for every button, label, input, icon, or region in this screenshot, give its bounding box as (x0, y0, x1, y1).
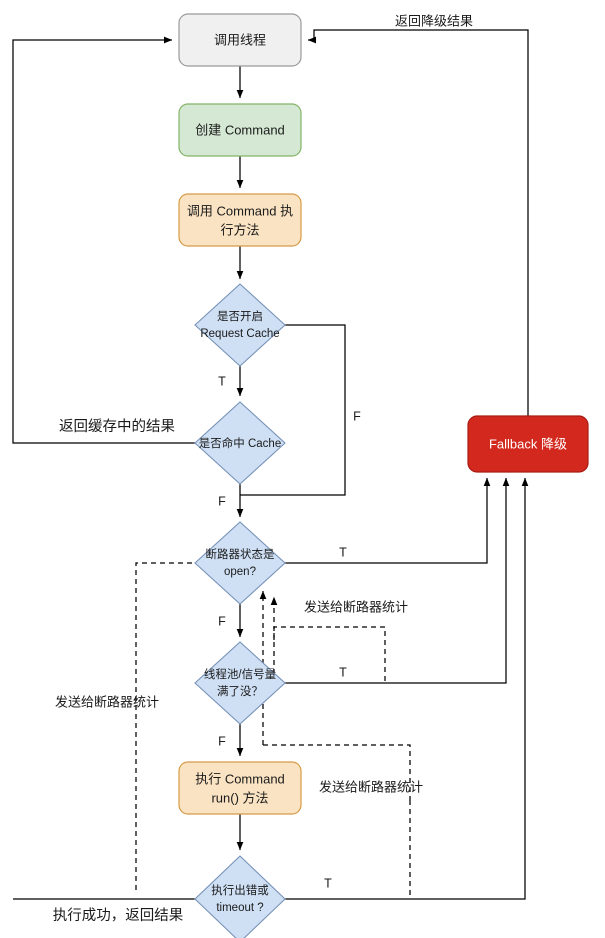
node-fallback[interactable]: Fallback 降级 (467, 415, 589, 473)
node-circuit-breaker-open[interactable]: 断路器状态是 open? (194, 521, 286, 605)
edge-hitcache-true-return-cache (12, 36, 195, 444)
node-create-command[interactable]: 创建 Command (178, 103, 302, 157)
node-error-or-timeout[interactable]: 执行出错或 timeout ? (194, 855, 286, 938)
label-success-return-result: 执行成功，返回结果 (53, 907, 184, 924)
label-hitcache-false: F (218, 494, 226, 508)
edge-breaker-true-to-fallback (285, 477, 491, 564)
node-cache-hit-shape[interactable] (194, 401, 286, 485)
node-threadpool-full[interactable]: 线程池/信号量 满了没？ (194, 641, 286, 725)
label-poolfull-true: T (339, 665, 347, 679)
label-metrics-from-poolfull: 发送给断路器统计 (304, 599, 408, 614)
nodes-layer: 调用线程 创建 Command 调用 Command 执 行方法 是否开启 Re… (178, 13, 589, 938)
edge-fallback-to-caller (307, 29, 529, 416)
edge-error-metrics-dashed (135, 559, 210, 890)
node-caller-shape[interactable] (178, 13, 302, 67)
label-reqcache-false: F (353, 409, 361, 423)
edge-reqcache-false (240, 324, 346, 496)
label-return-cached-result: 返回缓存中的结果 (59, 418, 175, 435)
label-breaker-true: T (339, 545, 347, 559)
node-caller[interactable]: 调用线程 (178, 13, 302, 67)
edge-poolfull-true-to-fallback (285, 477, 510, 684)
node-invoke-command-shape[interactable] (178, 193, 302, 247)
node-request-cache-enabled-shape[interactable] (194, 283, 286, 367)
label-return-degraded-result: 返回降级结果 (395, 13, 473, 28)
label-reqcache-true: T (218, 374, 226, 388)
edge-labels-layer: 返回降级结果 T F 返回缓存中的结果 F T F 发送给断路器统计 T F 发… (53, 13, 473, 923)
label-metrics-from-run: 发送给断路器统计 (319, 779, 423, 794)
node-cache-hit[interactable]: 是否命中 Cache (194, 401, 286, 485)
node-run-method[interactable]: 执行 Command run() 方法 (178, 761, 302, 815)
label-metrics-from-error: 发送给断路器统计 (55, 694, 159, 709)
node-request-cache-enabled[interactable]: 是否开启 Request Cache (194, 283, 286, 367)
edges-layer (12, 29, 529, 900)
label-breaker-false: F (218, 614, 226, 628)
edge-poolfull-metrics-dashed (273, 626, 386, 683)
node-threadpool-full-shape[interactable] (194, 641, 286, 725)
node-create-command-shape[interactable] (178, 103, 302, 157)
edge-error-true-to-fallback (285, 477, 529, 900)
node-error-or-timeout-shape[interactable] (194, 855, 286, 938)
node-fallback-shape[interactable] (467, 415, 589, 473)
label-poolfull-false: F (218, 734, 226, 748)
edge-run-metrics-dashed (263, 744, 411, 800)
node-run-method-shape[interactable] (178, 761, 302, 815)
node-invoke-command[interactable]: 调用 Command 执 行方法 (178, 193, 302, 247)
label-error-true: T (324, 876, 332, 890)
node-circuit-breaker-open-shape[interactable] (194, 521, 286, 605)
